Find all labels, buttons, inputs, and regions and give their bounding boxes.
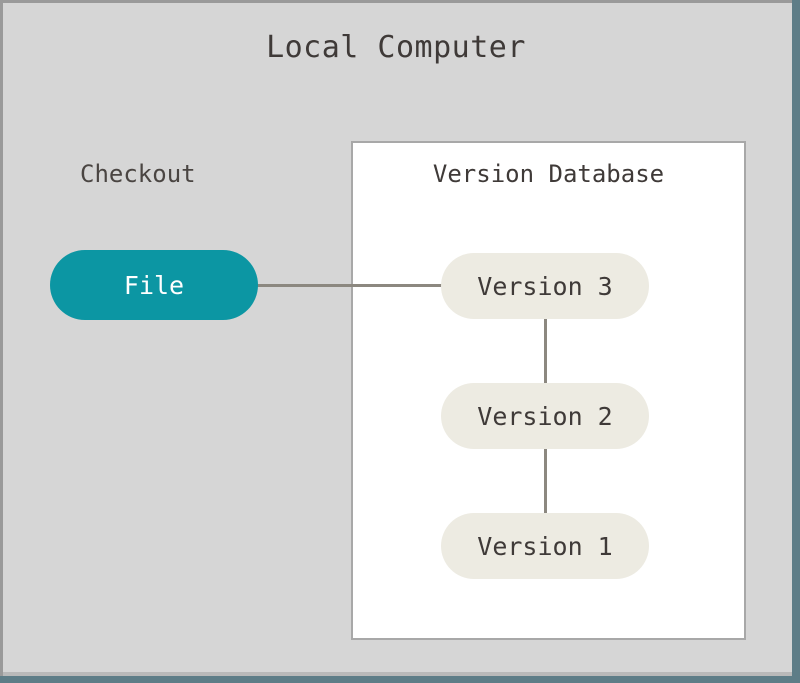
frame-left-edge xyxy=(0,0,3,680)
checkout-section-label: Checkout xyxy=(80,160,196,188)
node-version-1[interactable]: Version 1 xyxy=(441,513,649,579)
node-file[interactable]: File xyxy=(50,250,258,320)
frame-bottom-edge xyxy=(0,676,800,683)
connector-version-3-to-version-2 xyxy=(544,318,547,384)
frame-bottom-inner-edge xyxy=(3,672,792,676)
version-database-title: Version Database xyxy=(432,160,665,188)
node-version-3[interactable]: Version 3 xyxy=(441,253,649,319)
connector-file-to-version-3 xyxy=(257,284,445,287)
diagram-title: Local Computer xyxy=(266,30,526,65)
frame-right-edge xyxy=(792,0,800,683)
connector-version-2-to-version-1 xyxy=(544,448,547,514)
frame-top-edge xyxy=(0,0,800,3)
node-version-2[interactable]: Version 2 xyxy=(441,383,649,449)
